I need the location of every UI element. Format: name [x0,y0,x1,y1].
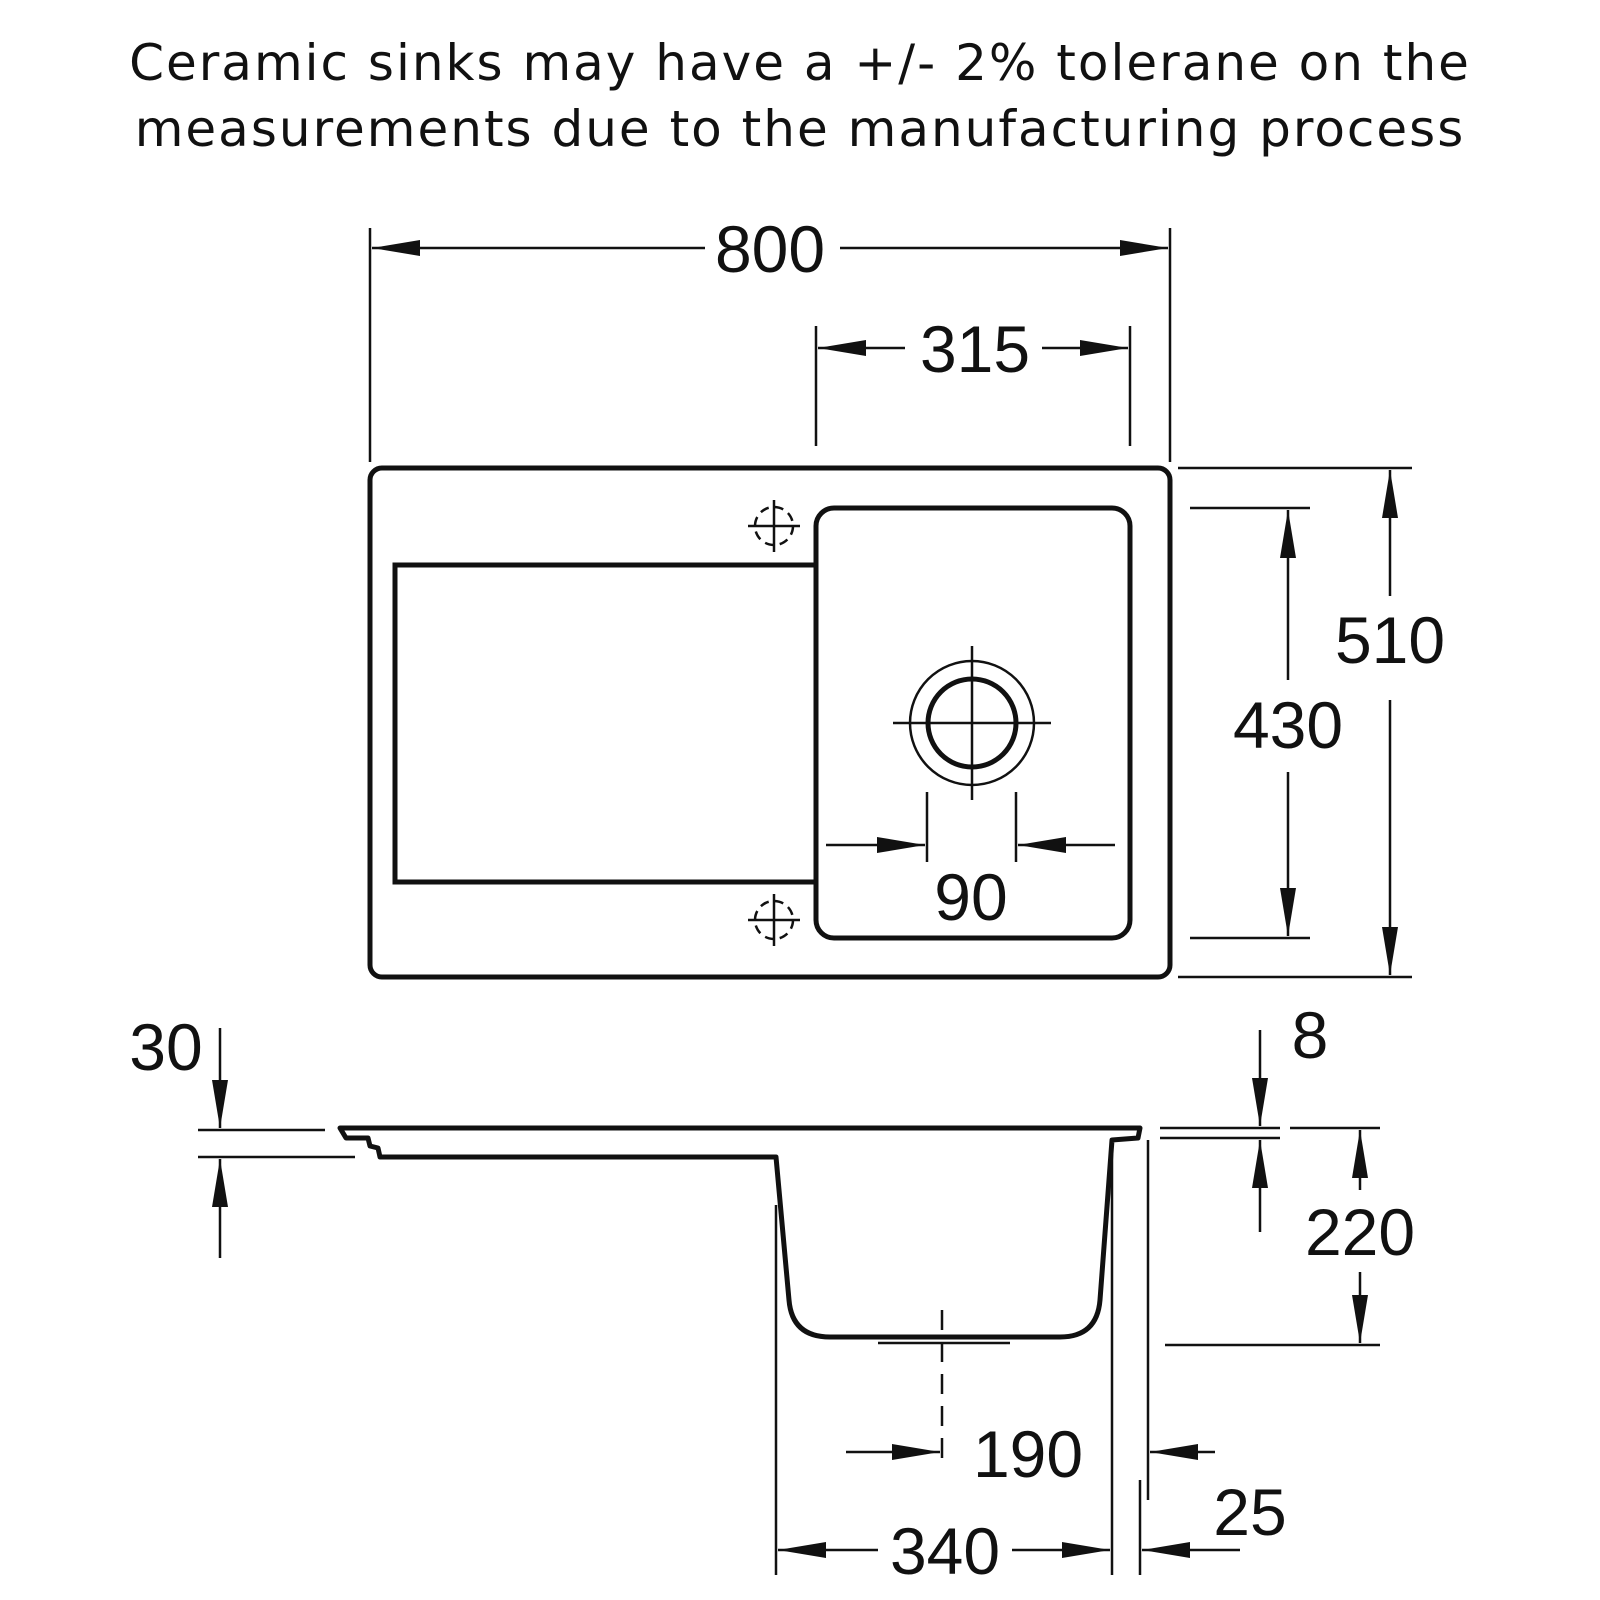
dimension-bowl-depth: 430 [1190,506,1343,940]
tolerance-note-line-2: measurements due to the manufacturing pr… [134,100,1466,158]
bowl-outline [813,505,1133,941]
dimension-label-190: 190 [973,1417,1083,1491]
dimension-label-90: 90 [934,860,1007,934]
section-view: 30 8 220 190 [129,998,1415,1588]
dimension-label-315: 315 [920,312,1030,386]
dimension-label-8: 8 [1292,998,1329,1072]
tolerance-note: Ceramic sinks may have a +/- 2% tolerane… [0,30,1600,162]
tolerance-note-line-1: Ceramic sinks may have a +/- 2% tolerane… [129,34,1471,92]
dimension-bowl-width: 315 [814,312,1132,446]
dimension-label-220: 220 [1305,1195,1415,1269]
dimension-label-510: 510 [1335,603,1445,677]
dimension-waste-offset: 190 [846,1140,1215,1500]
drainer-area [392,562,819,885]
dimension-label-25: 25 [1213,1475,1286,1549]
dimension-section-bowl-width: 340 [774,1205,1110,1588]
dimension-overall-width: 800 [368,212,1172,462]
waste-outlet-icon [893,646,1051,800]
dimension-bowl-height: 220 [1165,1126,1415,1347]
dimension-waste-diameter: 90 [826,792,1115,934]
dimension-rim-offset: 8 [1160,998,1328,1232]
dimension-edge-offset: 25 [1110,1150,1287,1575]
dimension-overall-depth: 510 [1178,466,1445,979]
dimension-rim-thickness: 30 [129,1010,355,1258]
sink-outline [367,465,1173,980]
dimension-label-30: 30 [129,1010,202,1084]
plan-view: 800 315 510 [367,212,1445,980]
dimension-label-430: 430 [1233,688,1343,762]
dimension-label-340: 340 [890,1514,1000,1588]
sink-profile [337,1125,1143,1340]
tap-hole-icon [748,894,800,946]
dimension-label-800: 800 [715,212,825,286]
tap-hole-icon [748,500,800,552]
